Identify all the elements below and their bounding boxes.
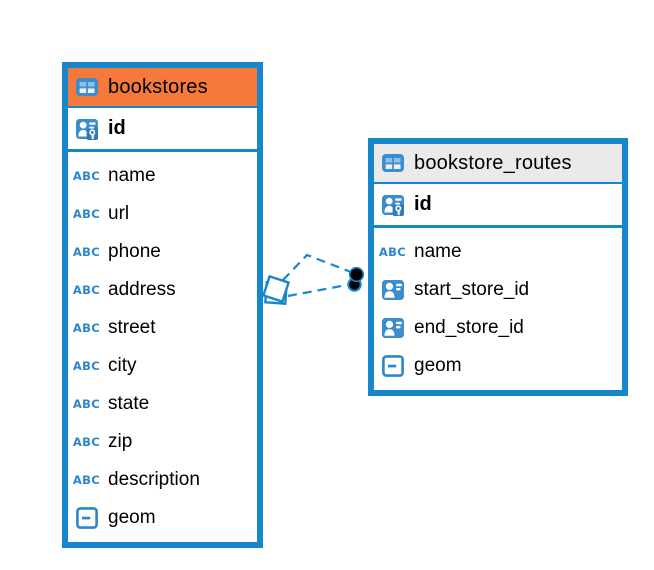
primary-key-section: id	[68, 108, 257, 152]
relationship-dot-marker[interactable]	[347, 277, 362, 292]
column-row-phone[interactable]: ABC phone	[68, 233, 257, 271]
relationship-dot-marker[interactable]	[348, 266, 365, 283]
column-label: name	[414, 241, 462, 262]
table-header-bookstores[interactable]: bookstores	[68, 68, 257, 108]
table-header-bookstore-routes[interactable]: bookstore_routes	[374, 144, 622, 184]
column-label: url	[108, 203, 130, 224]
column-label: id	[108, 117, 126, 139]
column-label: description	[108, 469, 200, 490]
primary-key-icon	[73, 117, 100, 141]
column-row-description[interactable]: ABC description	[68, 461, 257, 499]
column-row-url[interactable]: ABC url	[68, 195, 257, 233]
column-label: city	[108, 355, 137, 376]
column-row-id[interactable]: id	[374, 184, 622, 225]
column-row-start_store_id[interactable]: start_store_id	[374, 271, 622, 309]
text-type-icon: ABC	[72, 435, 101, 449]
column-row-name[interactable]: ABC name	[374, 233, 622, 271]
table-icon	[379, 151, 406, 175]
column-label: phone	[108, 241, 161, 262]
column-label: name	[108, 165, 156, 186]
text-type-icon: ABC	[378, 245, 407, 259]
primary-key-section: id	[374, 184, 622, 228]
person-reference-icon	[379, 316, 406, 340]
text-type-icon: ABC	[72, 283, 101, 297]
relationship-line-lower[interactable]	[287, 283, 348, 298]
geometry-type-icon	[73, 506, 100, 530]
column-row-address[interactable]: ABC address	[68, 271, 257, 309]
column-label: street	[108, 317, 156, 338]
column-label: address	[108, 279, 176, 300]
column-row-geom[interactable]: geom	[374, 347, 622, 385]
table-title: bookstores	[108, 75, 208, 98]
column-label: zip	[108, 431, 133, 452]
columns-section: ABC name start_store_id end_store_id geom	[374, 228, 622, 385]
primary-key-icon	[379, 193, 406, 217]
relationship-diamond-marker[interactable]	[261, 274, 291, 305]
column-label: id	[414, 193, 432, 215]
relationship-line-upper[interactable]	[282, 253, 352, 281]
column-row-end_store_id[interactable]: end_store_id	[374, 309, 622, 347]
table-icon	[73, 75, 100, 99]
column-label: geom	[414, 355, 462, 376]
text-type-icon: ABC	[72, 245, 101, 259]
column-row-id[interactable]: id	[68, 108, 257, 149]
column-row-city[interactable]: ABC city	[68, 347, 257, 385]
text-type-icon: ABC	[72, 169, 101, 183]
text-type-icon: ABC	[72, 321, 101, 335]
column-row-name[interactable]: ABC name	[68, 157, 257, 195]
column-row-zip[interactable]: ABC zip	[68, 423, 257, 461]
column-label: geom	[108, 507, 156, 528]
column-label: end_store_id	[414, 317, 524, 338]
column-label: state	[108, 393, 150, 414]
person-reference-icon	[379, 278, 406, 302]
table-bookstore-routes[interactable]: bookstore_routes id ABC name start_store_…	[368, 138, 628, 396]
column-label: start_store_id	[414, 279, 530, 300]
geometry-type-icon	[379, 354, 406, 378]
text-type-icon: ABC	[72, 397, 101, 411]
text-type-icon: ABC	[72, 473, 101, 487]
text-type-icon: ABC	[72, 207, 101, 221]
table-title: bookstore_routes	[414, 151, 572, 174]
column-row-street[interactable]: ABC street	[68, 309, 257, 347]
column-row-state[interactable]: ABC state	[68, 385, 257, 423]
text-type-icon: ABC	[72, 359, 101, 373]
column-row-geom[interactable]: geom	[68, 499, 257, 537]
